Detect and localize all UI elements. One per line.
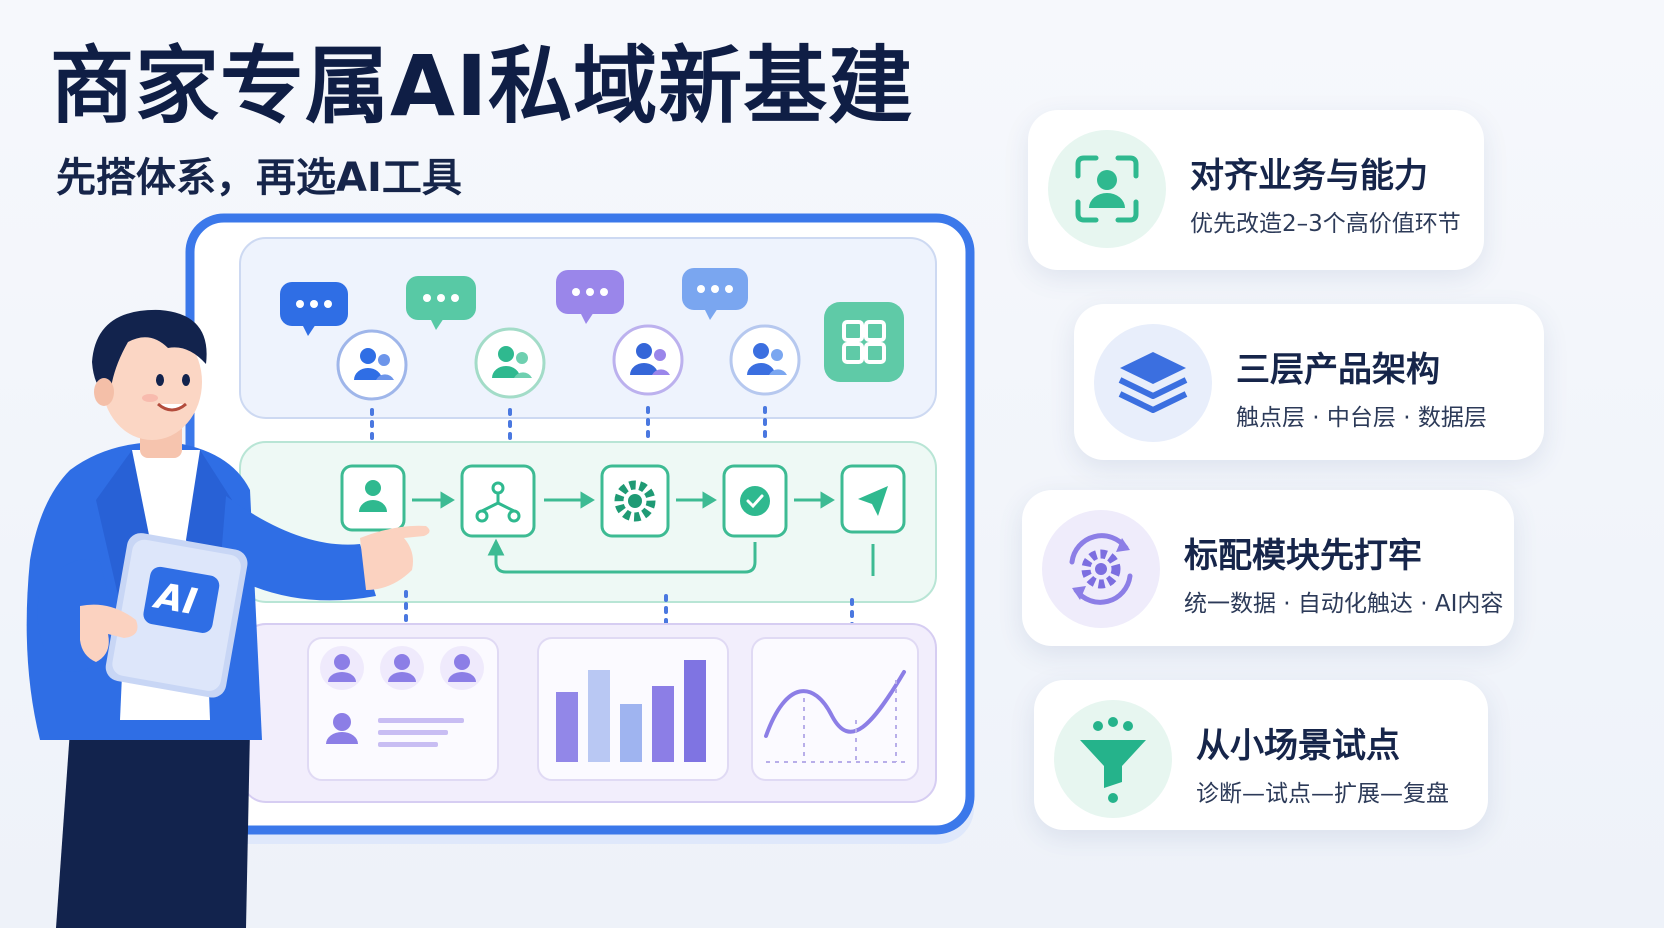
person-scan-icon xyxy=(1048,130,1166,248)
presenter-face xyxy=(102,324,202,440)
card-title: 从小场景试点 xyxy=(1196,726,1400,766)
presenter-hand xyxy=(360,525,430,590)
presenter-trousers xyxy=(56,730,250,928)
flow-node-send-icon xyxy=(840,464,906,534)
architecture-board xyxy=(180,210,1040,900)
chat-bubble-icon xyxy=(280,282,348,336)
card-desc: 诊断—试点—扩展—复盘 xyxy=(1196,781,1449,807)
card-title: 三层产品架构 xyxy=(1236,350,1440,390)
user-group-icon xyxy=(612,324,684,396)
presenter-arm xyxy=(220,496,376,601)
presenter-hair xyxy=(92,309,207,396)
presenter-character xyxy=(26,309,430,928)
layers-icon xyxy=(1094,324,1212,442)
user-group-icon xyxy=(474,327,546,399)
card-desc: 优先改造2–3个高价值环节 xyxy=(1190,211,1461,237)
user-group-icon xyxy=(336,329,408,401)
subtitle: 先搭体系，再选AI工具 xyxy=(56,155,462,201)
card-desc: 触点层 · 中台层 · 数据层 xyxy=(1236,405,1487,431)
bar-chart-widget xyxy=(537,637,729,781)
card-title: 标配模块先打牢 xyxy=(1184,536,1422,576)
card-standard-modules: 标配模块先打牢 统一数据 · 自动化触达 · AI内容 xyxy=(1022,490,1514,646)
flow-node-check-icon xyxy=(722,464,788,538)
card-desc: 统一数据 · 自动化触达 · AI内容 xyxy=(1184,591,1504,617)
flow-node-branch-icon xyxy=(460,464,536,538)
funnel-icon xyxy=(1054,700,1172,818)
flow-arrows xyxy=(412,491,875,576)
board-illustration xyxy=(185,213,975,844)
card-align-business: 对齐业务与能力 优先改造2–3个高价值环节 xyxy=(1028,110,1484,270)
main-title: 商家专属AI私域新基建 xyxy=(50,37,914,135)
chat-bubble-icon xyxy=(556,270,624,324)
ai-tablet xyxy=(105,533,248,698)
card-pilot: 从小场景试点 诊断—试点—扩展—复盘 xyxy=(1034,680,1488,830)
gear-cycle-icon xyxy=(1042,510,1160,628)
line-chart-widget xyxy=(751,637,919,781)
flow-node-gear-icon xyxy=(600,464,670,538)
chat-bubble-icon xyxy=(406,276,476,330)
user-group-icon xyxy=(729,324,801,396)
user-profiles-widget xyxy=(307,637,499,781)
flow-node-person-icon xyxy=(340,464,406,532)
card-title: 对齐业务与能力 xyxy=(1190,156,1428,196)
chat-bubble-icon xyxy=(682,268,748,320)
card-architecture: 三层产品架构 触点层 · 中台层 · 数据层 xyxy=(1074,304,1544,460)
grid-app-icon xyxy=(824,302,904,382)
